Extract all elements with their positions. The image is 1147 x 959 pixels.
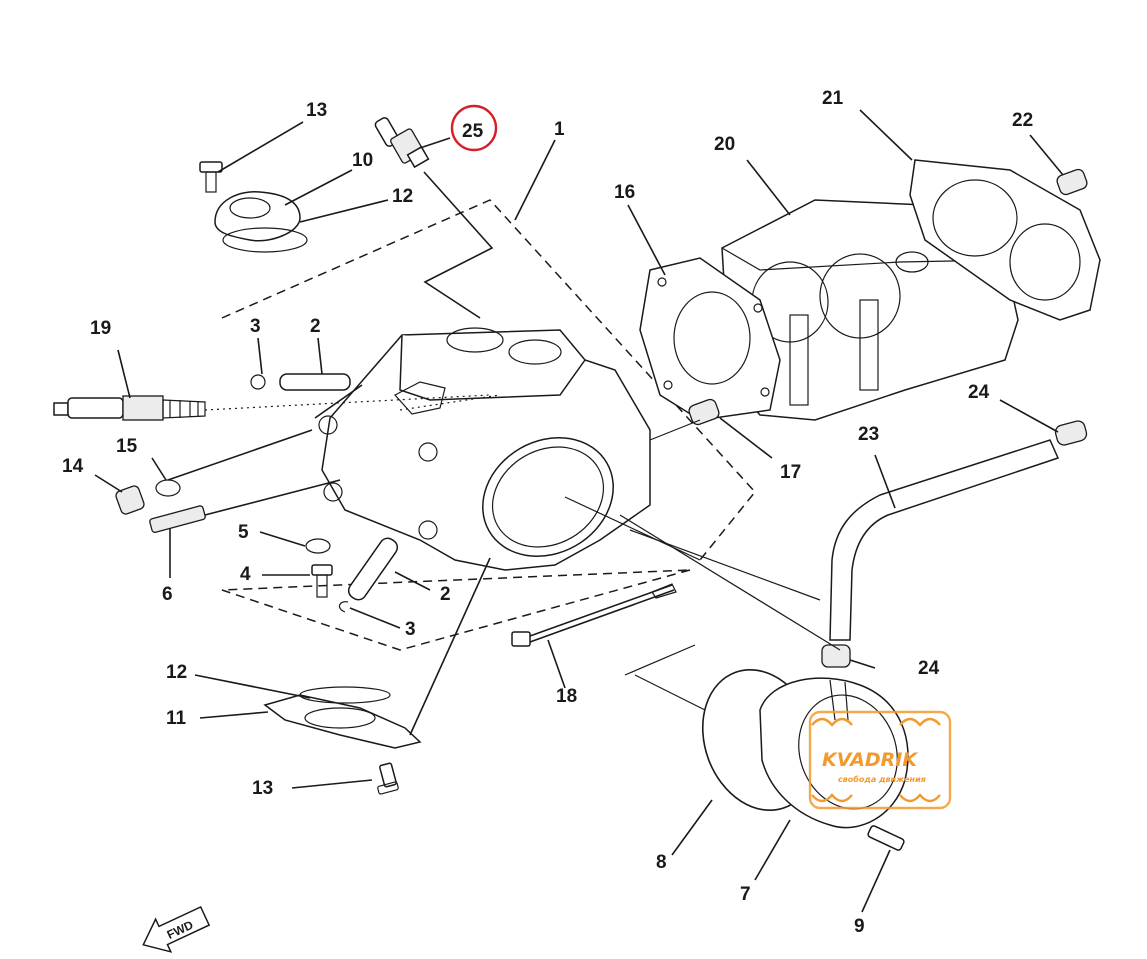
callout-10: 10 [352,150,373,171]
callout-12-bottom: 12 [166,662,187,683]
temp-sensor [374,117,430,169]
cylinder [721,199,1019,421]
callout-22: 22 [1012,110,1033,131]
callout-16: 16 [614,182,635,203]
manifold-gasket [299,686,391,704]
callout-15: 15 [116,436,138,457]
manifold-bolt [377,762,399,795]
dowel-2-bottom [347,537,399,601]
callout-labels: 13 25 1 21 22 10 12 20 16 3 2 19 24 15 1… [62,88,1033,937]
logo-tagline: свобода движения [838,774,926,784]
dowel-pin-22 [1056,168,1088,196]
thermostat-cover [214,191,301,242]
callout-17: 17 [780,462,801,483]
leader-lines [94,109,1064,913]
callout-5: 5 [238,522,249,543]
callout-24-bottom: 24 [918,658,940,679]
callout-19: 19 [90,318,111,339]
callout-20: 20 [714,134,735,155]
cylinder-gasket [639,257,781,421]
pump-bolt [867,825,905,851]
callout-3-bottom: 3 [405,619,416,640]
head-assembly-boundary [221,199,756,651]
callout-7: 7 [740,884,751,905]
clip-3-bottom [338,601,349,613]
callout-13-bottom: 13 [252,778,273,799]
kvadrik-logo: KVADRIK свобода движения [808,710,952,810]
callout-24-top: 24 [968,382,990,403]
callout-8: 8 [656,852,667,873]
callout-21: 21 [822,88,844,109]
dowel-pin-24-top [1054,420,1088,446]
callout-25: 25 [462,121,484,142]
fwd-arrow: FWD [142,905,211,953]
washer-5 [305,538,331,554]
callout-13-top: 13 [306,100,327,121]
water-pump-housing [759,677,909,829]
callout-2-top: 2 [310,316,321,337]
clip-3-top [250,374,266,390]
callout-11: 11 [166,708,187,729]
dowel-pin-17 [688,398,720,426]
water-hose [829,439,1060,641]
cap-nut [115,485,145,515]
callout-4: 4 [240,564,251,585]
dowel-2-top [279,373,351,391]
callout-2-bottom: 2 [440,584,451,605]
spark-plug [53,395,206,421]
base-gasket [909,159,1101,321]
intake-manifold [263,694,422,749]
callout-18: 18 [556,686,577,707]
alignment-lines [204,394,841,711]
cover-bolt-top [199,161,223,193]
long-bolt [511,583,677,647]
stud-bolt [149,505,206,533]
callout-14: 14 [62,456,84,477]
callout-1: 1 [554,119,565,140]
callout-6: 6 [162,584,173,605]
callout-23: 23 [858,424,879,445]
highlight-circle [450,104,498,152]
thermostat-gasket [222,227,308,253]
callout-12-top: 12 [392,186,413,207]
cylinder-head [318,327,651,571]
dowel-pin-24-bottom [821,644,851,668]
callout-3-top: 3 [250,316,261,337]
callout-9: 9 [854,916,865,937]
bolt-4 [311,564,333,598]
washer-15 [155,479,181,497]
logo-name: KVADRIK [822,749,918,771]
